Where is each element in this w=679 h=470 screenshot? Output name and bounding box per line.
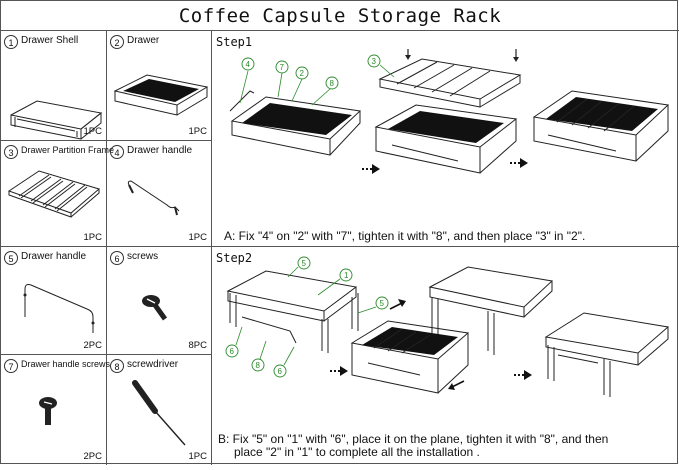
svg-text:5: 5 (302, 259, 307, 268)
part-qty: 8PC (188, 340, 207, 351)
part-qty: 1PC (188, 126, 207, 137)
step2-caption-line1: B: Fix "5" on "1" with "6", place it on … (218, 432, 609, 446)
svg-text:5: 5 (380, 299, 385, 308)
sheet-title: Coffee Capsule Storage Rack (1, 1, 679, 31)
part-name: Drawer handle screws (21, 359, 111, 369)
part-name: screws (127, 251, 159, 262)
step1-label: Step1 (216, 35, 253, 49)
handle-screw-icon (39, 397, 57, 425)
part-qty: 1PC (188, 232, 207, 243)
part-number: 1 (4, 35, 18, 49)
drawer-handle-drawing (127, 180, 180, 216)
drawer-handle-side-drawing (23, 284, 95, 333)
part-number: 6 (110, 251, 124, 265)
part-cell-6: 6 screws 8PC (107, 247, 212, 355)
part-cell-1: 1 Drawer Shell 1PC (1, 31, 107, 141)
svg-text:6: 6 (230, 347, 235, 356)
step2-drawing: 5 1 5 6 8 6 (225, 256, 670, 397)
step1-drawing: 4 7 2 8 3 (229, 49, 670, 174)
part-number: 7 (4, 359, 18, 373)
part-name: Drawer Shell (21, 35, 79, 46)
part-qty: 1PC (188, 451, 207, 462)
part-name: screwdriver (127, 359, 179, 370)
part-cell-5: 5 Drawer handle 2PC (1, 247, 107, 355)
part-cell-3: 3 Drawer Partition Frame 1PC (1, 141, 114, 247)
part-cell-2: 2 Drawer 1PC (107, 31, 212, 141)
screw-icon (142, 295, 168, 321)
part-cell-8: 8 screwdriver 1PC (107, 355, 212, 465)
part-qty: 1PC (83, 126, 102, 137)
part-number: 5 (4, 251, 18, 265)
part-name: Drawer Partition Frame (21, 145, 115, 155)
part-name: Drawer (127, 35, 160, 46)
svg-text:3: 3 (372, 57, 377, 66)
svg-text:6: 6 (278, 367, 283, 376)
step1-panel: Step1 4 7 2 8 3 (212, 31, 679, 247)
partition-frame-drawing (7, 170, 101, 218)
screwdriver-icon (132, 380, 186, 446)
step2-caption-line2: place "2" in "1" to complete all the ins… (234, 445, 480, 459)
step1-caption: A: Fix "4" on "2" with "7", tighten it w… (224, 229, 586, 243)
part-qty: 2PC (83, 451, 102, 462)
part-number: 3 (4, 145, 18, 159)
svg-text:7: 7 (280, 63, 285, 72)
part-name: Drawer handle (127, 145, 193, 156)
part-number: 2 (110, 35, 124, 49)
part-qty: 1PC (83, 232, 102, 243)
drawer-drawing (113, 74, 209, 116)
part-cell-4: 4 Drawer handle 1PC (107, 141, 212, 247)
svg-text:1: 1 (344, 271, 349, 280)
svg-text:8: 8 (256, 361, 261, 370)
svg-text:2: 2 (300, 69, 305, 78)
part-number: 8 (110, 359, 124, 373)
part-cell-7: 7 Drawer handle screws 2PC (1, 355, 111, 465)
step2-label: Step2 (216, 251, 253, 265)
drawer-shell-drawing (10, 100, 103, 140)
step2-panel: Step2 5 1 5 6 8 6 (212, 247, 679, 465)
svg-text:8: 8 (330, 79, 335, 88)
part-number: 4 (110, 145, 124, 159)
part-qty: 2PC (83, 340, 102, 351)
part-name: Drawer handle (21, 251, 87, 262)
svg-text:4: 4 (246, 60, 251, 69)
